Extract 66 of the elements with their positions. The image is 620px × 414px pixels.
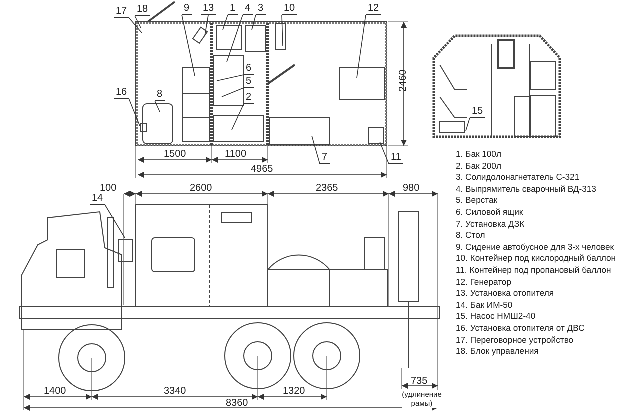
dimension-value: 8360 bbox=[226, 398, 248, 409]
leader-line bbox=[216, 74, 244, 82]
leader-line bbox=[312, 136, 320, 164]
leader-line bbox=[380, 142, 390, 164]
dimension-value: 1100 bbox=[225, 149, 247, 160]
leader-line bbox=[282, 14, 284, 46]
dimension-value: 1400 bbox=[44, 386, 66, 397]
callout-number: 15 bbox=[470, 106, 486, 118]
callout-number: 4 bbox=[243, 3, 253, 15]
dimension-value: 980 bbox=[403, 183, 420, 194]
callout-number: 5 bbox=[244, 76, 254, 88]
callout-number: 9 bbox=[182, 3, 192, 15]
callout-number: 2 bbox=[244, 92, 254, 104]
leader-line bbox=[222, 14, 228, 30]
dimension-value: 2460 bbox=[398, 70, 409, 92]
legend-entry: 16. Установка отопителя от ДВС bbox=[456, 322, 586, 334]
callout-number: 13 bbox=[201, 3, 216, 15]
callout-number: 1 bbox=[228, 3, 238, 15]
callout-number: 10 bbox=[282, 3, 298, 15]
leader-line bbox=[128, 98, 140, 126]
callout-number: 7 bbox=[320, 152, 330, 164]
leader-line bbox=[252, 14, 256, 30]
legend-entry: 15. Насос НМШ2-40 bbox=[456, 311, 537, 323]
leader-line bbox=[466, 118, 470, 132]
legend-entry: 8. Стол bbox=[456, 230, 486, 242]
callout-number: 12 bbox=[366, 3, 382, 15]
legend-entry: 11. Контейнер под пропановый баллон bbox=[456, 264, 612, 277]
dimension-value: 100 bbox=[100, 183, 117, 194]
legend-entry: 7. Установка ДЗК bbox=[456, 218, 526, 230]
callout-number: 8 bbox=[155, 89, 165, 101]
dimension-value: 3340 bbox=[164, 386, 186, 397]
leader-line bbox=[134, 16, 142, 28]
callout-number: 18 bbox=[135, 4, 150, 16]
leader-line bbox=[182, 14, 196, 76]
leader-line bbox=[226, 14, 244, 62]
callout-number: 17 bbox=[114, 6, 130, 18]
callout-number: 3 bbox=[256, 3, 266, 15]
callout-number: 6 bbox=[244, 63, 254, 75]
dimension-value: 4965 bbox=[251, 164, 274, 175]
callout-number: 11 bbox=[389, 152, 404, 164]
legend-entry: 9. Сидение автобусное для 3-х человек bbox=[456, 242, 616, 254]
leader-line bbox=[232, 104, 244, 130]
legend-entry: 17. Переговорное устройство bbox=[456, 334, 575, 346]
dimension-value: 735 bbox=[411, 376, 428, 387]
callout-number: 14 bbox=[90, 193, 106, 205]
leader-line bbox=[104, 204, 126, 238]
legend-entry: 4. Выпрямитель сварочный ВД-313 bbox=[456, 184, 598, 196]
legend-entry: 14. Бак ИМ-50 bbox=[456, 300, 514, 312]
leader-line bbox=[222, 88, 244, 98]
legend-entry: 10. Контейнер под кислородный баллон bbox=[456, 253, 618, 265]
leader-line bbox=[154, 100, 160, 112]
leader-line bbox=[128, 18, 142, 34]
legend-entry: 5. Верстак bbox=[456, 195, 499, 207]
legend-entry: 6. Силовой ящик bbox=[456, 206, 524, 219]
dimension-value: 2600 bbox=[190, 183, 212, 194]
legend-entry: 12. Генератор bbox=[456, 276, 512, 288]
dimension-value: 1320 bbox=[283, 386, 306, 397]
callout-number: 16 bbox=[114, 87, 130, 99]
dimension-value: 2365 bbox=[316, 183, 338, 194]
legend-entry: 2. Бак 200л bbox=[456, 160, 502, 172]
legend-entry: 18. Блок управления bbox=[456, 346, 540, 358]
legend-entry: 13. Установка отопителя bbox=[456, 288, 556, 300]
legend-entry: 3. Солидолонагнетатель С-321 bbox=[456, 172, 581, 184]
legend-entry: 1. Бак 100л bbox=[456, 149, 502, 161]
leader-line bbox=[204, 14, 209, 36]
dimension-value: 1500 bbox=[164, 149, 186, 160]
